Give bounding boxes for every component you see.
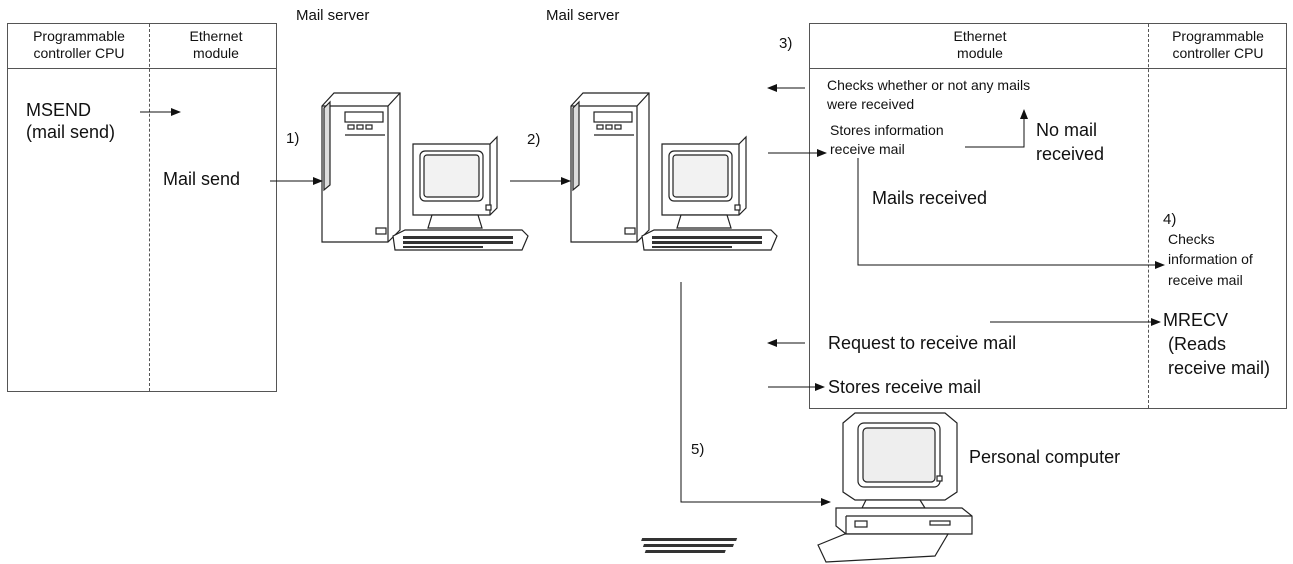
right-panel-column-divider	[1148, 24, 1149, 408]
step-4-label: 4)	[1163, 211, 1177, 228]
right-col1-header: Ethernet module	[953, 28, 1007, 61]
personal-computer-label: Personal computer	[969, 447, 1121, 467]
reads-line2: receive mail)	[1168, 358, 1271, 378]
mail-server-2-icon	[570, 92, 778, 251]
no-mail-line1: No mail	[1036, 120, 1098, 140]
stores-info-line1: Stores information	[830, 122, 944, 138]
no-mail-line2: received	[1036, 144, 1105, 164]
right-panel: Ethernet module Programmable controller …	[809, 23, 1287, 409]
step-1-label: 1)	[286, 130, 300, 147]
mail-server-1-icon	[321, 92, 529, 251]
stores-info-line2: receive mail	[830, 141, 905, 157]
arrow-mails-received-to-checks	[857, 158, 1165, 269]
checks-info-line2: information of	[1168, 251, 1253, 267]
arrow-no-mail	[965, 109, 1028, 148]
left-panel: Programmable controller CPU Ethernet mod…	[7, 23, 277, 392]
mail-server-2-label: Mail server	[546, 7, 620, 24]
mails-received-label: Mails received	[872, 188, 988, 208]
left-panel-header-divider	[8, 68, 276, 69]
reads-line1: (Reads	[1168, 334, 1227, 354]
left-col1-header: Programmable controller CPU	[33, 28, 125, 61]
left-col2-header: Ethernet module	[189, 28, 243, 61]
checks-mails-line1: Checks whether or not any mails	[827, 77, 1031, 93]
mail-send-label: Mail send	[163, 169, 241, 189]
step-2-label: 2)	[527, 131, 541, 148]
right-col2-header: Programmable controller CPU	[1172, 28, 1264, 61]
stores-receive-label: Stores receive mail	[828, 377, 982, 397]
msend-sub: (mail send)	[26, 122, 116, 142]
msend-label: MSEND	[26, 100, 92, 120]
checks-mails-line2: were received	[827, 96, 915, 112]
step-5-label: 5)	[691, 441, 705, 458]
mail-server-1-label: Mail server	[296, 7, 370, 24]
arrow-server2-to-pc	[680, 282, 831, 506]
checks-info-line1: Checks	[1168, 231, 1215, 247]
request-receive-label: Request to receive mail	[828, 333, 1017, 353]
personal-computer-icon	[641, 412, 973, 563]
step-3-label: 3)	[779, 35, 793, 52]
mrecv-label: MRECV	[1163, 310, 1229, 330]
left-panel-column-divider	[149, 24, 150, 391]
right-panel-header-divider	[810, 68, 1286, 69]
checks-info-line3: receive mail	[1168, 272, 1243, 288]
